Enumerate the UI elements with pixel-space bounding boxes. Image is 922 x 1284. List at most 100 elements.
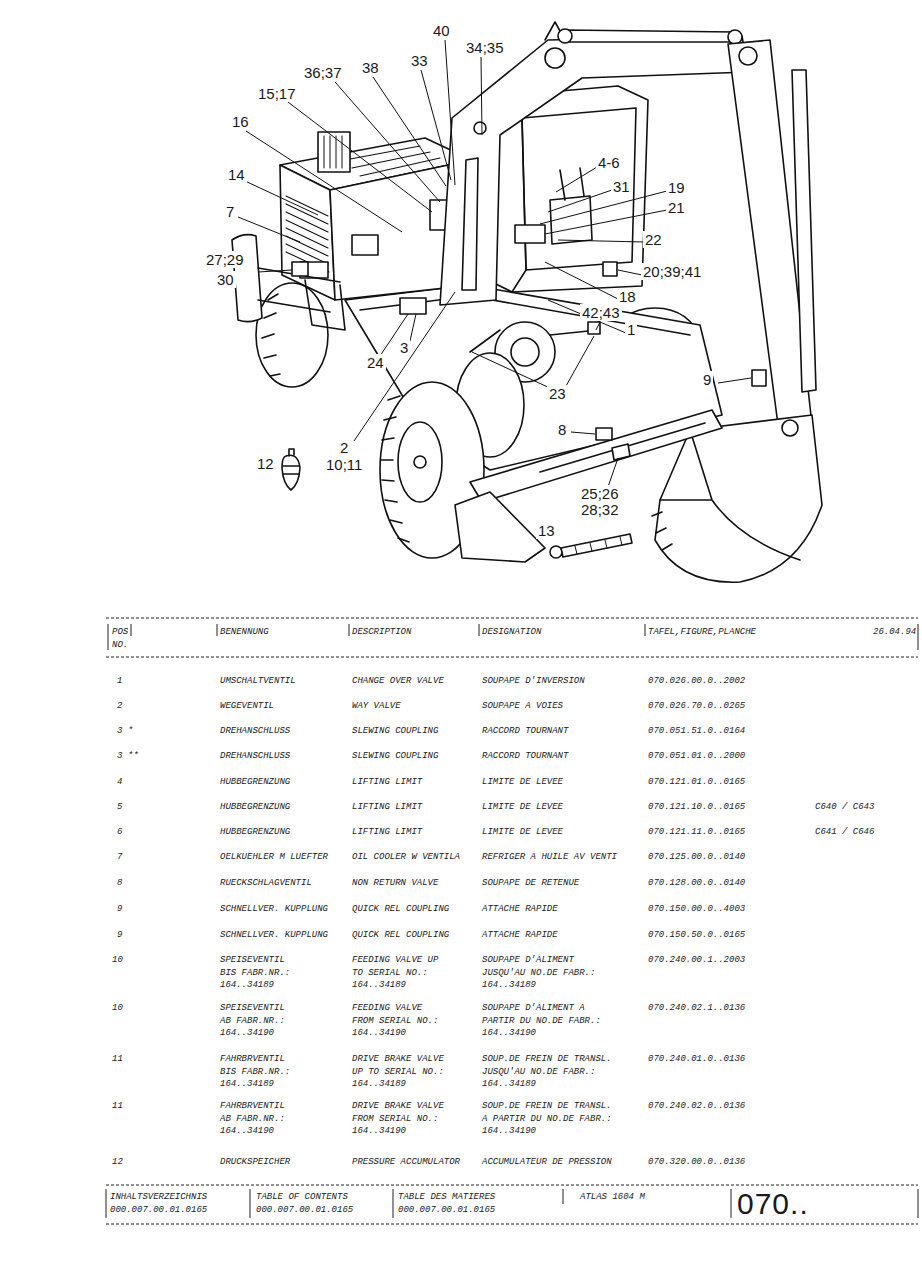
table-header: TAFEL,FIGURE,PLANCHE — [648, 626, 756, 639]
table-cell: SOUPAPE DE RETENUE — [482, 877, 579, 890]
callout-number: 24 — [365, 354, 386, 371]
page-number: 070.. — [737, 1188, 809, 1220]
position-number: 11 — [112, 1053, 123, 1066]
table-cell: DREHANSCHLUSS — [220, 725, 290, 738]
table-cell: WEGEVENTIL — [220, 700, 274, 713]
part-number: 070.320.00.0..0136 — [648, 1156, 745, 1169]
model-note: C641 / C646 — [815, 826, 874, 839]
excavator-body — [792, 70, 816, 392]
position-number: 10 — [112, 1002, 123, 1015]
callout-number: 4-6 — [596, 154, 622, 171]
part-number: 070.121.01.0..0165 — [648, 776, 745, 789]
excavator-body — [462, 158, 478, 290]
position-number: 2 — [117, 700, 122, 713]
table-cell: SOUP.DE FREIN DE TRANSL. JUSQU'AU NO.DE … — [482, 1053, 614, 1091]
table-cell: PRESSURE ACCUMULATOR — [352, 1156, 460, 1169]
callout-number: 1 — [625, 321, 637, 338]
leader-line — [566, 336, 594, 386]
excavator-body — [440, 36, 748, 305]
part-number: 070.240.01.0..0136 — [648, 1053, 745, 1066]
leader-line — [548, 300, 626, 333]
excavator-body — [258, 268, 345, 330]
callout-number: 14 — [226, 166, 247, 183]
position-number: 10 — [112, 954, 123, 967]
table-cell: LIMITE DE LEVEE — [482, 801, 563, 814]
callout-number: 33 — [409, 52, 430, 69]
part-number: 070.240.02.0..0136 — [648, 1100, 745, 1113]
table-cell: DRUCKSPEICHER — [220, 1156, 290, 1169]
leader-line — [238, 40, 751, 487]
table-cell: FAHRBRVENTIL AB FABR.NR.: 164..34190 — [220, 1100, 292, 1138]
table-cell: UMSCHALTVENTIL — [220, 675, 296, 688]
leader-line — [596, 322, 600, 330]
part-number: 070.150.50.0..0165 — [648, 929, 745, 942]
excavator-body — [232, 235, 262, 322]
callout-number: 10;11 — [324, 456, 364, 473]
excavator-body — [345, 146, 440, 176]
table-cell: RACCORD TOURNANT — [482, 750, 568, 763]
excavator-illustration — [0, 0, 922, 600]
table-cell: SOUPAPE A VOIES — [482, 700, 563, 713]
table-cell: QUICK REL COUPLING — [352, 903, 449, 916]
part-number: 070.026.70.0..0265 — [648, 700, 745, 713]
table-cell: SLEWING COUPLING — [352, 750, 438, 763]
excavator-body — [282, 455, 300, 490]
table-cell: SOUPAPE D'INVERSION — [482, 675, 585, 688]
leader-line — [608, 458, 618, 487]
table-cell: DRIVE BRAKE VALVE FROM SERIAL NO.: 164..… — [352, 1100, 446, 1138]
table-cell: SCHNELLVER. KUPPLUNG — [220, 929, 328, 942]
table-cell: CHANGE OVER VALVE — [352, 675, 444, 688]
table-cell: WAY VALVE — [352, 700, 401, 713]
leader-line — [540, 191, 667, 224]
table-cell: RACCORD TOURNANT — [482, 725, 568, 738]
excavator-body — [455, 492, 545, 562]
callout-number: 40 — [431, 22, 452, 39]
table-cell: DREHANSCHLUSS — [220, 750, 290, 763]
table-cell: SPEISEVENTIL BIS FABR.NR.: 164..34189 — [220, 954, 292, 992]
excavator-body — [318, 132, 350, 172]
part-number: 070.128.00.0..0140 — [648, 877, 745, 890]
table-header: BENENNUNG — [220, 626, 269, 639]
table-header: 26.04.94 — [873, 626, 916, 639]
position-number: 3 * — [117, 725, 133, 738]
leader-line — [548, 190, 612, 212]
leader-line — [481, 57, 482, 135]
table-cell: OELKUEHLER M LUEFTER — [220, 851, 328, 864]
leader-line — [238, 217, 300, 242]
table-cell: SPEISEVENTIL AB FABR.NR.: 164..34190 — [220, 1002, 292, 1040]
position-number: 12 — [112, 1156, 123, 1169]
model-note: C640 / C643 — [815, 801, 874, 814]
table-cell: LIFTING LIMIT — [352, 826, 422, 839]
table-cell: HUBBEGRENZUNG — [220, 776, 290, 789]
part-number: 070.240.00.1..2003 — [648, 954, 745, 967]
excavator-body — [515, 225, 545, 243]
position-number: 11 — [112, 1100, 123, 1113]
position-number: 9 — [117, 929, 122, 942]
excavator-body — [728, 30, 742, 44]
position-number: 3 ** — [117, 750, 139, 763]
table-cell: LIMITE DE LEVEE — [482, 776, 563, 789]
part-number: 070.026.00.0..2002 — [648, 675, 745, 688]
excavator-body — [414, 456, 426, 468]
excavator-body — [381, 396, 409, 542]
leader-line — [246, 131, 402, 232]
table-header: POS NO. — [112, 626, 136, 651]
excavator-body — [652, 512, 672, 550]
callout-number: 31 — [611, 178, 632, 195]
callout-number: 22 — [643, 231, 664, 248]
part-number: 070.150.00.0..4003 — [648, 903, 745, 916]
table-cell: SCHNELLVER. KUPPLUNG — [220, 903, 328, 916]
excavator-body — [522, 108, 636, 270]
excavator-body — [739, 47, 757, 65]
callout-number: 23 — [547, 385, 568, 402]
leader-line — [410, 314, 416, 341]
part-number: 070.051.51.0..0164 — [648, 725, 745, 738]
callout-number: 30 — [215, 271, 236, 288]
excavator-body — [232, 22, 822, 582]
callout-number: 19 — [666, 179, 687, 196]
table-cell: RUECKSCHLAGVENTIL — [220, 877, 312, 890]
table-rule — [108, 624, 918, 650]
leader-line — [288, 102, 432, 212]
footer-cell: ATLAS 1604 M — [580, 1191, 645, 1204]
